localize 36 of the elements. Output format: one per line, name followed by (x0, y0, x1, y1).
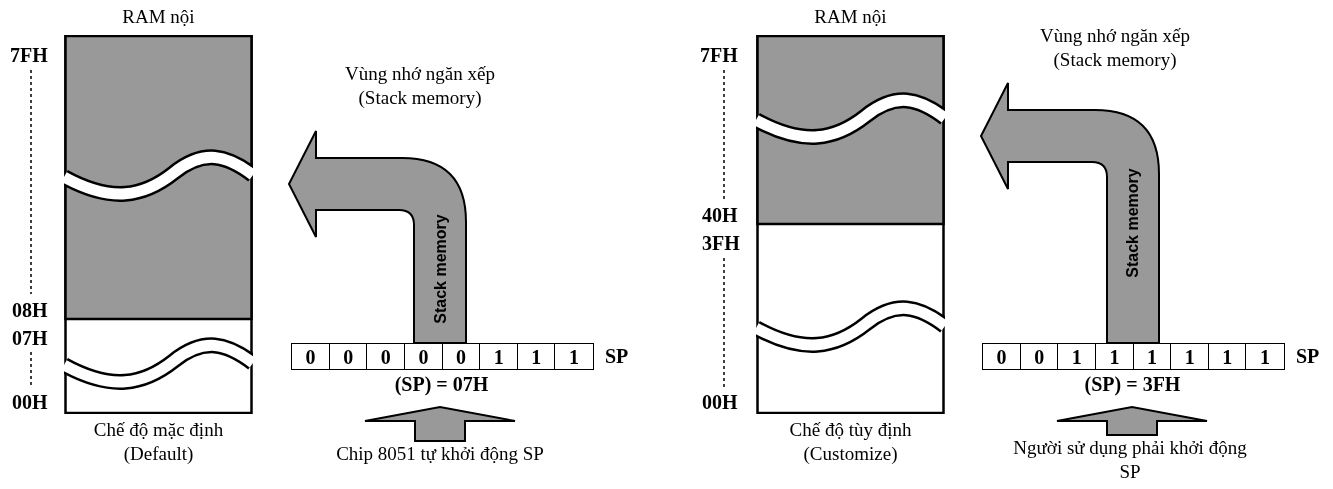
bit-cell: 1 (1170, 343, 1210, 370)
note-text: Chip 8051 tự khởi động SP (335, 442, 545, 466)
block-arrow (1056, 406, 1208, 436)
block-arrow (288, 130, 467, 344)
bit-cell: 0 (366, 343, 406, 370)
region-label: Vùng nhớ ngăn xếp (Stack memory) (1039, 24, 1191, 72)
bit-cell: 1 (554, 343, 594, 370)
address-label: 3FH (702, 231, 740, 255)
register-name: SP (1296, 344, 1320, 369)
address-label: 00H (12, 390, 48, 414)
register-name: SP (605, 344, 629, 369)
heading: RAM nội (813, 5, 888, 29)
bit-cell: 0 (403, 343, 443, 370)
address-label: 00H (702, 390, 738, 414)
bit-cell: 1 (1057, 343, 1097, 370)
edge-label: Stack memory (1124, 167, 1142, 280)
heading: RAM nội (121, 5, 196, 29)
address-label: 7FH (700, 43, 738, 67)
address-label: 40H (702, 203, 738, 227)
address-label: 07H (12, 326, 48, 350)
region-label: Vùng nhớ ngăn xếp (Stack memory) (344, 62, 496, 110)
address-label: 08H (12, 298, 48, 322)
mode-label: Chế độ mặc định (Default) (92, 418, 225, 466)
register-value: (SP) = 07H (393, 372, 490, 396)
mode-label: Chế độ tùy định (Customize) (788, 418, 913, 466)
block-arrow (364, 406, 516, 442)
address-label: 7FH (10, 43, 48, 67)
edge-label: Stack memory (432, 214, 450, 324)
register-value: (SP) = 3FH (1083, 372, 1182, 396)
bit-cell: 1 (1245, 343, 1285, 370)
note-text: Người sử dụng phải khởi động SP (1012, 436, 1248, 484)
bit-cell: 1 (1094, 343, 1134, 370)
block-arrow (980, 82, 1160, 344)
bit-cell: 0 (291, 343, 331, 370)
bit-cell: 0 (982, 343, 1022, 370)
bit-cell: 1 (479, 343, 519, 370)
